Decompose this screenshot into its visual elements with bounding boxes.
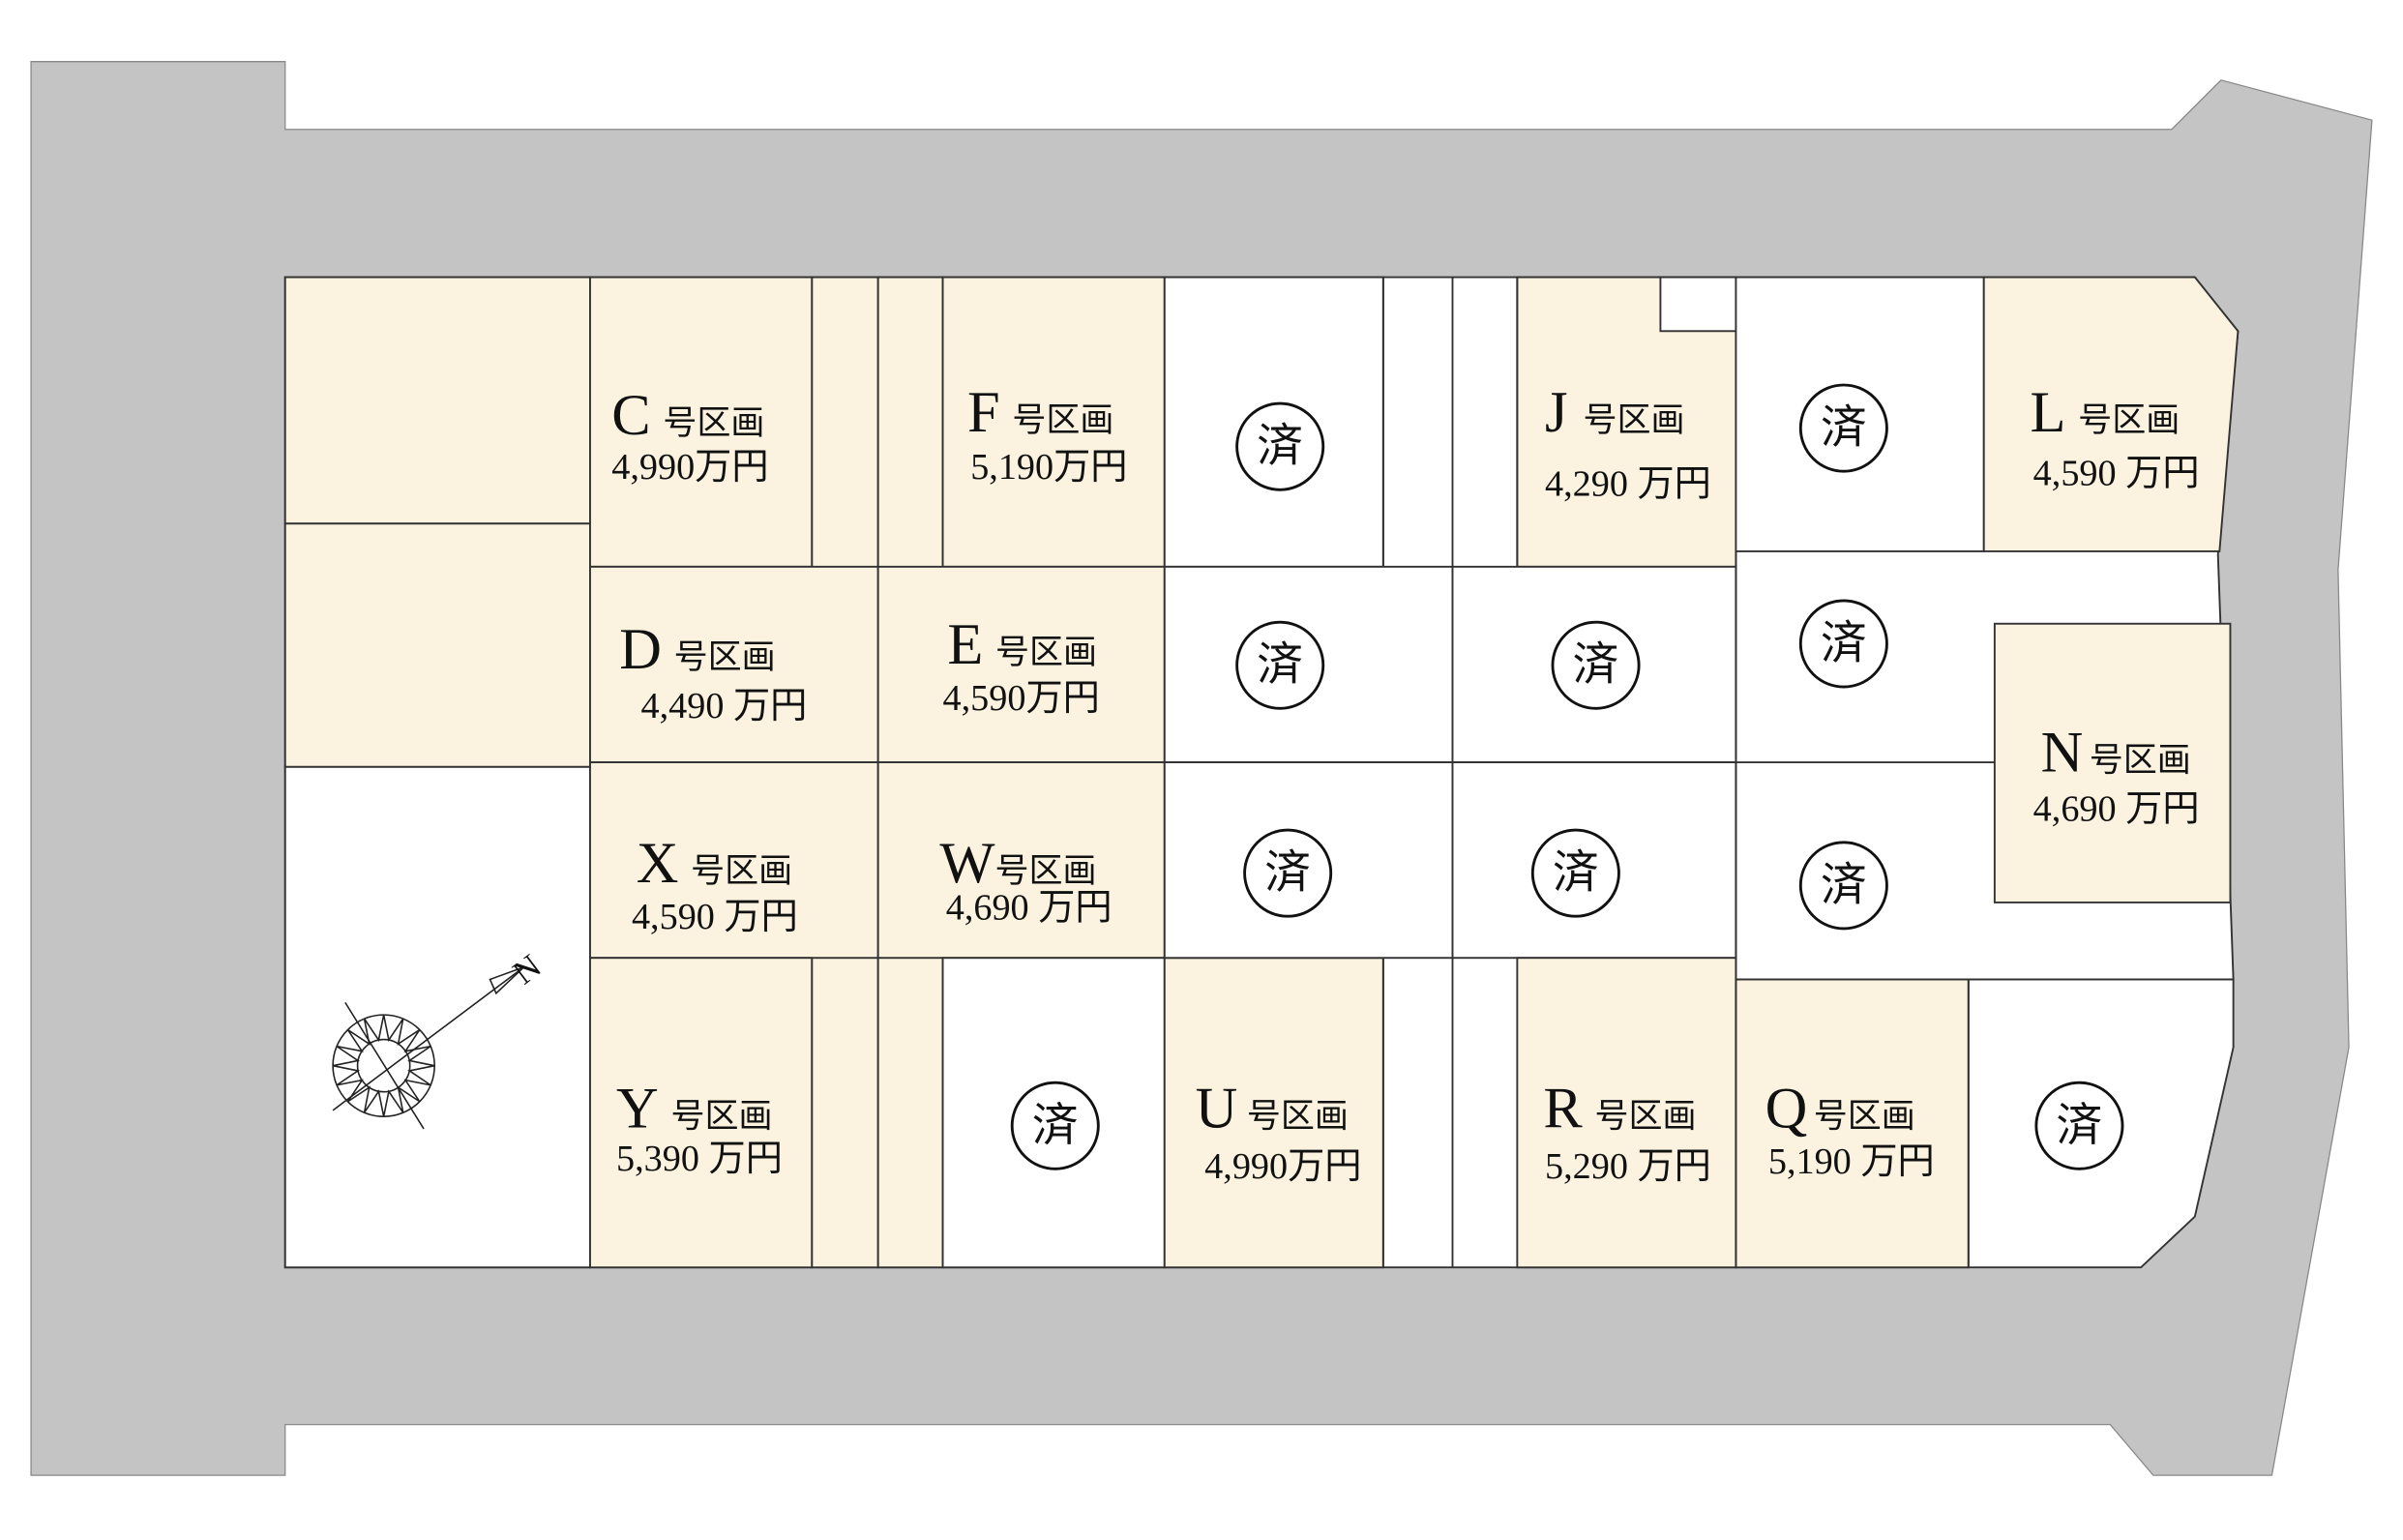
sold-marker: 済: [1243, 828, 1333, 918]
sold-marker: 済: [1798, 383, 1888, 473]
svg-text:5,390 万円: 5,390 万円: [616, 1139, 783, 1179]
sold-marker: 済: [1798, 599, 1888, 689]
svg-text:済: 済: [1821, 401, 1867, 455]
sold-marker: 済: [1010, 1081, 1100, 1170]
svg-text:4,690 万円: 4,690 万円: [946, 887, 1112, 928]
svg-text:4,990万円: 4,990万円: [611, 447, 768, 488]
svg-text:済: 済: [1821, 617, 1867, 670]
svg-text:済: 済: [1553, 846, 1599, 900]
lot-q[interactable]: [1735, 978, 1970, 1269]
lot-u[interactable]: [1163, 957, 1384, 1269]
lot-f[interactable]: [941, 276, 1166, 568]
svg-text:4,490 万円: 4,490 万円: [641, 686, 808, 726]
svg-text:W号区画: W号区画: [939, 831, 1096, 896]
lot-x[interactable]: [589, 761, 879, 960]
lot-unlabeled-1[interactable]: [283, 276, 591, 525]
lot-j-notch: [1659, 276, 1737, 333]
svg-text:4,990万円: 4,990万円: [1204, 1146, 1361, 1187]
svg-text:済: 済: [1821, 859, 1867, 912]
sold-marker: 済: [1551, 620, 1641, 710]
sold-marker: 済: [1235, 620, 1325, 710]
lot-y[interactable]: [589, 957, 814, 1269]
svg-text:5,190 万円: 5,190 万円: [1768, 1141, 1935, 1182]
lot-c[interactable]: [589, 276, 814, 568]
svg-text:5,290 万円: 5,290 万円: [1545, 1146, 1711, 1187]
open-space: [283, 765, 591, 1269]
lot-w[interactable]: [876, 761, 1166, 960]
svg-text:済: 済: [2057, 1099, 2103, 1152]
lot-unlabeled-2[interactable]: [283, 522, 591, 768]
lot-e[interactable]: [876, 565, 1166, 763]
svg-text:4,590 万円: 4,590 万円: [632, 897, 798, 937]
svg-text:4,690 万円: 4,690 万円: [2033, 789, 2200, 830]
sold-marker: 済: [1798, 841, 1888, 931]
svg-text:5,190万円: 5,190万円: [970, 447, 1127, 488]
lot-l[interactable]: [1982, 276, 2240, 552]
svg-text:済: 済: [1573, 638, 1619, 692]
svg-text:済: 済: [1032, 1099, 1079, 1152]
svg-text:済: 済: [1257, 420, 1303, 473]
lot-r[interactable]: [1516, 957, 1737, 1269]
svg-text:4,590 万円: 4,590 万円: [2033, 453, 2200, 493]
svg-text:済: 済: [1257, 638, 1303, 692]
svg-text:済: 済: [1264, 846, 1311, 900]
sold-marker: 済: [2034, 1081, 2124, 1170]
sold-marker: 済: [1235, 401, 1325, 491]
svg-text:4,290 万円: 4,290 万円: [1545, 464, 1711, 505]
sold-marker: 済: [1530, 828, 1620, 918]
svg-text:4,590万円: 4,590万円: [943, 678, 1100, 719]
lot-n[interactable]: [1993, 622, 2232, 903]
